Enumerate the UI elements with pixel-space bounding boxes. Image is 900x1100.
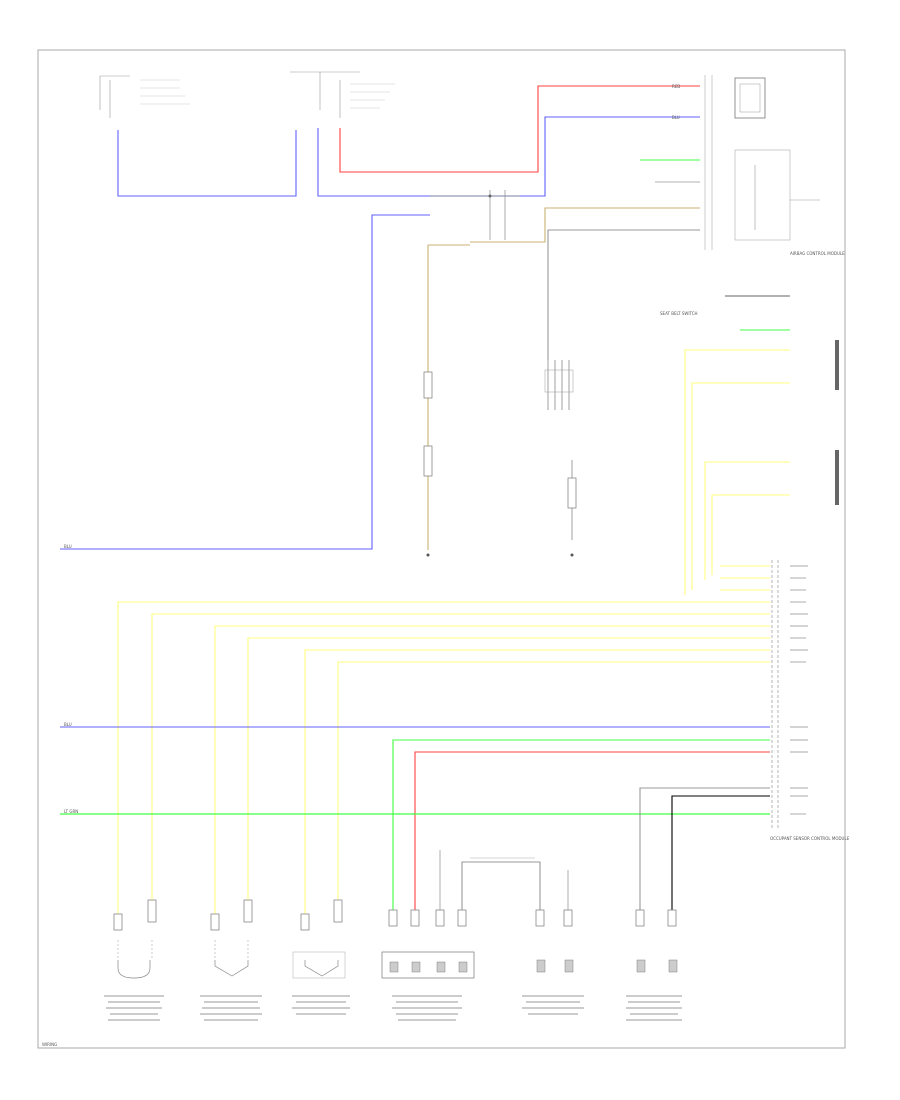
red-wire-label: RED (672, 84, 680, 89)
yellow-bus (117, 565, 770, 915)
bottom-label-blocks (104, 995, 682, 1021)
wire-blue-top-left (117, 130, 297, 197)
wire-tan-top (428, 207, 700, 246)
wire-gray-bridge (461, 861, 541, 915)
seat-belt-switch: SEAT BELT SWITCH (660, 295, 839, 505)
top-left-junction-b (290, 71, 395, 118)
blue-wire-label: BLU (672, 115, 680, 120)
center-module-label: OCCUPANT SENSOR CONTROL MODULE (770, 836, 850, 841)
wire-blue-long-left (60, 214, 430, 550)
top-right-connector: AIRBAG CONTROL MODULE RED BLU (672, 75, 845, 256)
plug-row (113, 899, 677, 931)
wire-red-top (339, 85, 700, 173)
wire-gray-mid (547, 229, 700, 360)
seat-switch-label: SEAT BELT SWITCH (660, 311, 698, 316)
left-ltgrn-label: LT GRN (64, 809, 78, 814)
component-right-curtain-airbag (117, 940, 153, 979)
top-left-junction-a (99, 75, 190, 118)
wire-green-mid (392, 739, 770, 915)
right-pin-labels (790, 565, 808, 815)
wire-red-mid (414, 751, 770, 915)
left-blu2-label: BLU (64, 544, 72, 549)
component-passenger-weight-sensor (381, 951, 475, 979)
airbag-module-label: AIRBAG CONTROL MODULE (790, 251, 845, 256)
wire-gray-bottom (639, 787, 770, 915)
footer-label: WIRING (42, 1042, 57, 1047)
wire-black-bottom (671, 795, 770, 915)
component-front-side-impact (536, 959, 574, 973)
diagram-frame (37, 49, 846, 1049)
component-right-rear-pretensioner (292, 951, 346, 979)
splice-junction (430, 190, 520, 240)
component-right-front-pretensioner (214, 940, 249, 977)
wire-blue-top-b (317, 116, 700, 197)
bottom-connectors (113, 899, 678, 979)
tan-vertical-connector (423, 371, 433, 557)
right-module-connector: OCCUPANT SENSOR CONTROL MODULE (770, 560, 850, 841)
yellow-wires-right (684, 349, 790, 595)
gray-pin-group (544, 360, 577, 557)
left-blu-label: BLU (64, 722, 72, 727)
component-rear-side-impact (636, 959, 678, 973)
